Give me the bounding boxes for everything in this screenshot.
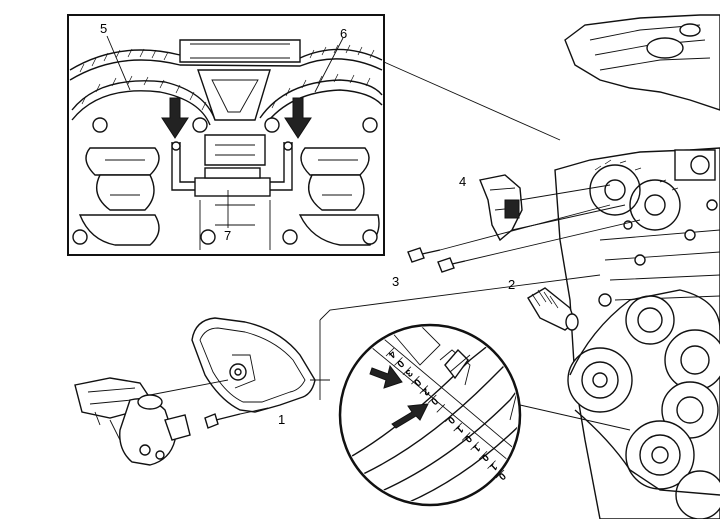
scale-tick bbox=[444, 413, 454, 422]
chain-guide bbox=[179, 39, 301, 63]
scale-label: 2 bbox=[419, 385, 431, 397]
scale-tick bbox=[495, 469, 505, 479]
rotation-arrow-icon bbox=[369, 364, 403, 389]
exhaust-camshaft bbox=[78, 147, 160, 246]
scale-tick bbox=[428, 394, 437, 404]
scale-label: 1 bbox=[453, 423, 465, 435]
timing-cover-gasket bbox=[191, 317, 316, 413]
callout-3: 3 bbox=[392, 274, 399, 289]
scale-tick bbox=[394, 357, 403, 366]
scale-tick bbox=[487, 460, 496, 469]
scale-label: 3 bbox=[403, 367, 415, 379]
down-arrow-icon bbox=[161, 97, 189, 139]
chain-tensioner bbox=[527, 287, 579, 331]
engine-block bbox=[554, 14, 720, 519]
scale-label: 4 bbox=[386, 348, 398, 360]
intake-camshaft bbox=[298, 147, 380, 246]
scale-label: 0 bbox=[445, 414, 457, 426]
scale-label: 0 bbox=[394, 357, 406, 369]
housing-leader bbox=[149, 379, 229, 396]
scale-tick bbox=[385, 347, 395, 357]
magnifier-leader bbox=[319, 274, 601, 321]
camshaft-alignment-tool bbox=[171, 141, 293, 197]
callout-4: 4 bbox=[459, 174, 466, 189]
callout-5: 5 bbox=[100, 21, 107, 36]
mounting-bolts bbox=[407, 204, 641, 273]
intake-sprocket bbox=[259, 73, 383, 133]
scale-tick bbox=[411, 375, 420, 385]
scale-label: 0 bbox=[496, 470, 508, 482]
scale-tick bbox=[461, 432, 471, 441]
magnifier-to-crank-leader bbox=[519, 404, 631, 431]
exhaust-sprocket bbox=[71, 75, 216, 133]
scale-tick bbox=[478, 450, 488, 460]
thermostat-housing bbox=[74, 377, 191, 466]
chain-housing bbox=[197, 69, 271, 121]
inset-leader-line bbox=[383, 61, 561, 141]
pointer-arrow-icon bbox=[391, 403, 429, 429]
callout-1: 1 bbox=[278, 412, 285, 427]
scale-label: 1 bbox=[487, 461, 499, 473]
camshaft-detail-inset bbox=[67, 14, 385, 256]
cover-bolt bbox=[204, 407, 269, 429]
down-arrow-icon bbox=[284, 97, 312, 139]
scale-tick bbox=[402, 366, 412, 376]
pulley bbox=[664, 329, 720, 391]
scale-label: 0 bbox=[479, 451, 491, 463]
scale-label: 1 bbox=[470, 442, 482, 454]
scale-label: 0 bbox=[428, 395, 440, 407]
scale-label: 0 bbox=[411, 376, 423, 388]
scale-tick bbox=[470, 441, 479, 451]
callout-6: 6 bbox=[340, 26, 347, 41]
pulley bbox=[625, 295, 675, 345]
scale-tick bbox=[436, 404, 446, 413]
scale-label: 0 bbox=[462, 432, 474, 444]
scale-tick bbox=[419, 385, 429, 394]
scale-tick bbox=[453, 422, 462, 432]
callout-7: 7 bbox=[224, 228, 231, 243]
callout-2: 2 bbox=[508, 277, 515, 292]
